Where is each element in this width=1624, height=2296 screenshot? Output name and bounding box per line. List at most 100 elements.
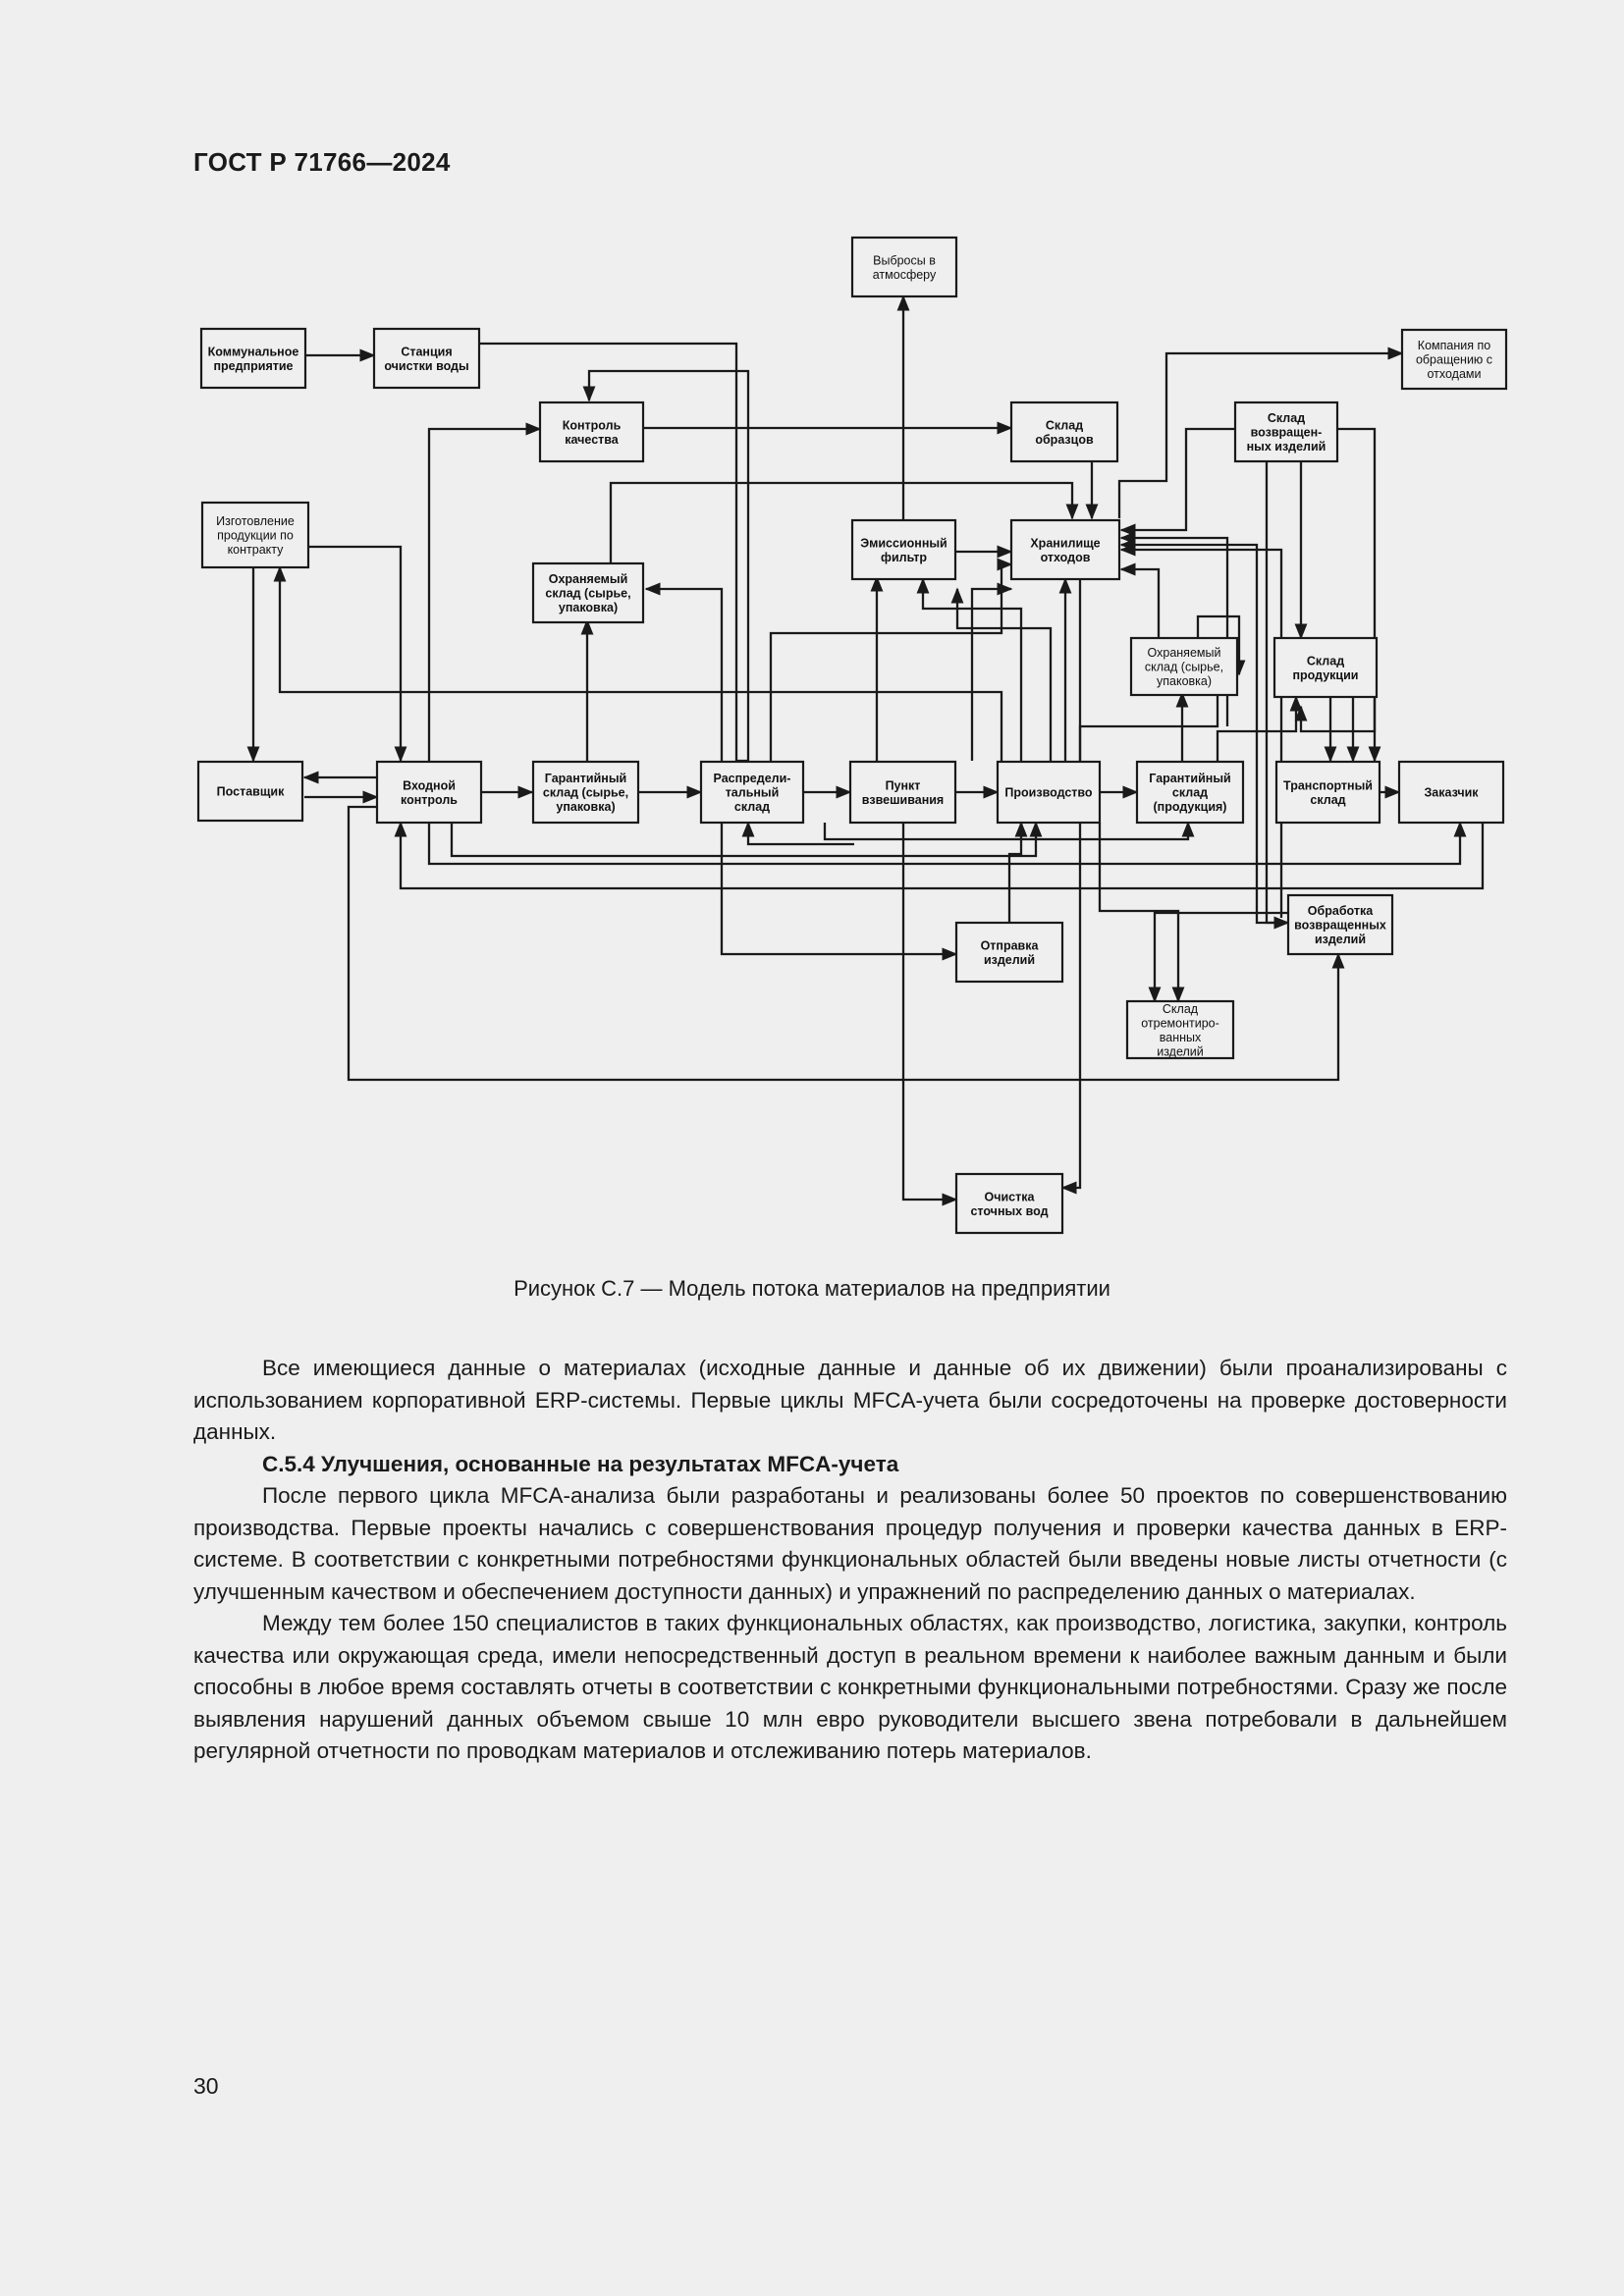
node-label: фильтр — [881, 551, 927, 564]
node-label: Пункт — [886, 778, 921, 792]
node-label: Производство — [1004, 786, 1093, 800]
body-text: Все имеющиеся данные о материалах (исход… — [193, 1353, 1507, 1768]
node-label: Входной — [403, 778, 456, 792]
arrow-distrib-shipping — [720, 823, 958, 961]
node-label: Компания по — [1418, 339, 1490, 352]
arrow-waste-company — [1117, 347, 1404, 518]
arrow-contract-incoming — [309, 545, 407, 763]
node-label: Заказчик — [1424, 786, 1479, 800]
arrow-incoming-customer — [427, 821, 1467, 866]
arrow-filter-loop — [950, 587, 1053, 761]
node-box — [196, 760, 304, 823]
node-label: склад (сырье, — [1145, 661, 1223, 674]
node-label: Хранилище — [1030, 536, 1100, 550]
node-label: упаковка) — [556, 800, 615, 814]
arrow-distrib-qc — [582, 369, 750, 761]
node-box — [1272, 636, 1379, 699]
node-box — [1274, 760, 1381, 825]
arrow-production-contract — [273, 565, 1003, 761]
node-label: предприятие — [214, 359, 294, 373]
node-label: качества — [565, 433, 620, 447]
node-label: Изготовление — [216, 514, 295, 528]
node-label: Склад — [1163, 1002, 1199, 1016]
node-box — [538, 400, 645, 463]
node-label: атмосферу — [873, 268, 937, 282]
node-box — [531, 561, 645, 624]
node-box — [199, 327, 307, 390]
arrow-incoming-processing — [347, 805, 1345, 1082]
node-label: Коммунальное — [208, 345, 299, 358]
figure-caption: Рисунок С.7 — Модель потока материалов н… — [514, 1276, 1110, 1301]
node-label: упаковка) — [1157, 674, 1212, 688]
node-label: взвешивания — [862, 793, 944, 807]
node-box — [375, 760, 483, 825]
node-label: возвращенных — [1294, 919, 1386, 933]
node-label: упаковка) — [559, 601, 618, 614]
node-label: склад — [1310, 793, 1345, 807]
node-label: контракту — [228, 543, 285, 557]
node-label: отходов — [1041, 551, 1091, 564]
node-label: обращению с — [1416, 353, 1492, 367]
node-label: возвращен- — [1251, 426, 1323, 440]
material-flow-diagram: Выбросы ватмосферуКоммунальноепредприяти… — [196, 236, 1508, 1235]
paragraph-2: После первого цикла MFCA-анализа были ра… — [193, 1483, 1507, 1604]
section-heading: С.5.4 Улучшения, основанные на результат… — [262, 1451, 899, 1476]
node-label: продукции — [1292, 668, 1358, 682]
node-box — [996, 760, 1102, 825]
node-box — [1129, 636, 1239, 697]
node-label: изделий — [1315, 933, 1366, 946]
node-box — [1125, 999, 1235, 1060]
arrow-loop-waste — [970, 582, 1013, 761]
node-box — [1397, 760, 1505, 825]
arrow-processing-repaired — [1148, 911, 1288, 1003]
node-box — [372, 327, 481, 390]
node-label: ных изделий — [1247, 440, 1326, 454]
arrow-returns-processing — [1265, 461, 1290, 930]
node-label: продукции по — [217, 529, 294, 543]
paragraph-1: Все имеющиеся данные о материалах (исход… — [193, 1356, 1507, 1444]
arrow-production-repaired — [1098, 823, 1185, 1003]
node-label: тальный — [726, 786, 780, 800]
node-label: очистки воды — [384, 359, 468, 373]
arrow-distrib-waste — [769, 558, 1013, 761]
node-label: Поставщик — [217, 785, 285, 799]
node-label: Распредели- — [714, 772, 791, 785]
node-label: Эмиссионный — [860, 536, 947, 550]
arrow-returns-waste — [1119, 427, 1235, 537]
node-box — [1233, 400, 1339, 463]
arrow-production-wastewater — [901, 823, 958, 1206]
node-box — [848, 760, 957, 825]
page-number: 30 — [193, 2073, 219, 2099]
node-postavschik: Поставщик — [196, 760, 304, 823]
arrow-distrib-guarded1 — [644, 582, 724, 761]
arrow-processing-waste — [1119, 538, 1288, 915]
node-box — [954, 1172, 1064, 1235]
flow-nodes: Выбросы ватмосферуКоммунальноепредприяти… — [196, 236, 1508, 1235]
node-label: ванных — [1160, 1031, 1202, 1044]
arrow-guarded1-waste — [609, 481, 1079, 564]
arrow-right-waste — [1119, 531, 1229, 726]
node-label: склад (сырье, — [543, 786, 628, 800]
node-box — [1135, 760, 1245, 825]
arrow-returns-transport — [1337, 427, 1381, 763]
node-label: Склад — [1307, 654, 1344, 667]
node-box — [850, 236, 958, 298]
flow-arrows — [246, 294, 1485, 1206]
